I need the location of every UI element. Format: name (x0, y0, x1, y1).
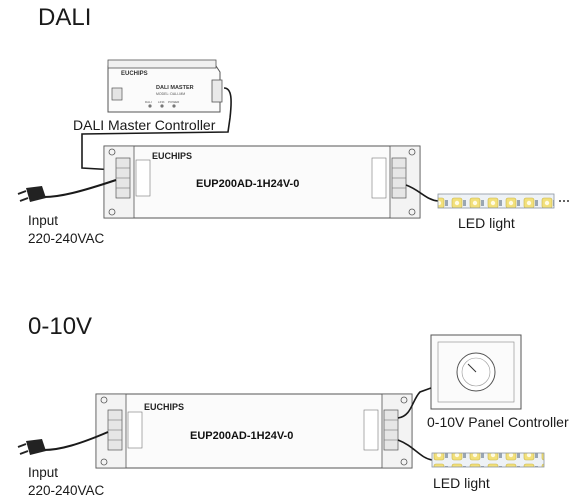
dali-master-led-dali: DALI (145, 100, 152, 104)
dali-power-plug-icon (17, 186, 46, 202)
dali-driver-model: EUP200AD-1H24V-0 (196, 178, 299, 190)
analog-control-cable (397, 387, 432, 419)
analog-power-plug-icon (17, 439, 46, 455)
dali-led-cable (405, 184, 439, 202)
dali-master-brand: EUCHIPS (121, 71, 148, 77)
analog-driver-model: EUP200AD-1H24V-0 (190, 430, 293, 442)
panel-controller-label: 0-10V Panel Controller (427, 414, 569, 430)
section-title-dali: DALI (38, 4, 92, 31)
dali-master-name: DALI MASTER (156, 85, 194, 91)
dali-driver-brand: EUCHIPS (152, 151, 192, 161)
analog-input-label-1: Input (28, 465, 59, 480)
analog-driver-brand: EUCHIPS (144, 402, 184, 412)
dali-master-led-power: POWER (168, 100, 180, 104)
dali-input-label-1: Input (28, 213, 59, 228)
dali-master-model: MODEL: DALI-MM (156, 92, 185, 96)
analog-input-cable (43, 431, 109, 451)
dali-input-label-2: 220-240VAC (28, 231, 105, 246)
dali-led-strip (437, 193, 569, 209)
dali-driver (103, 145, 421, 219)
analog-led-cable (397, 439, 433, 461)
dali-master-controller (107, 59, 223, 113)
dali-bus-cable (81, 87, 232, 171)
section-title-analog: 0-10V (28, 313, 93, 340)
dali-led-label: LED light (458, 215, 515, 231)
analog-driver (95, 393, 413, 469)
analog-input-label-2: 220-240VAC (28, 483, 105, 498)
dali-master-led-link: LINK (158, 100, 165, 104)
analog-led-strip (431, 452, 545, 468)
analog-led-label: LED light (433, 475, 490, 491)
dali-input-cable (43, 179, 117, 198)
dali-master-caption: DALI Master Controller (73, 117, 216, 133)
panel-controller (430, 334, 522, 410)
